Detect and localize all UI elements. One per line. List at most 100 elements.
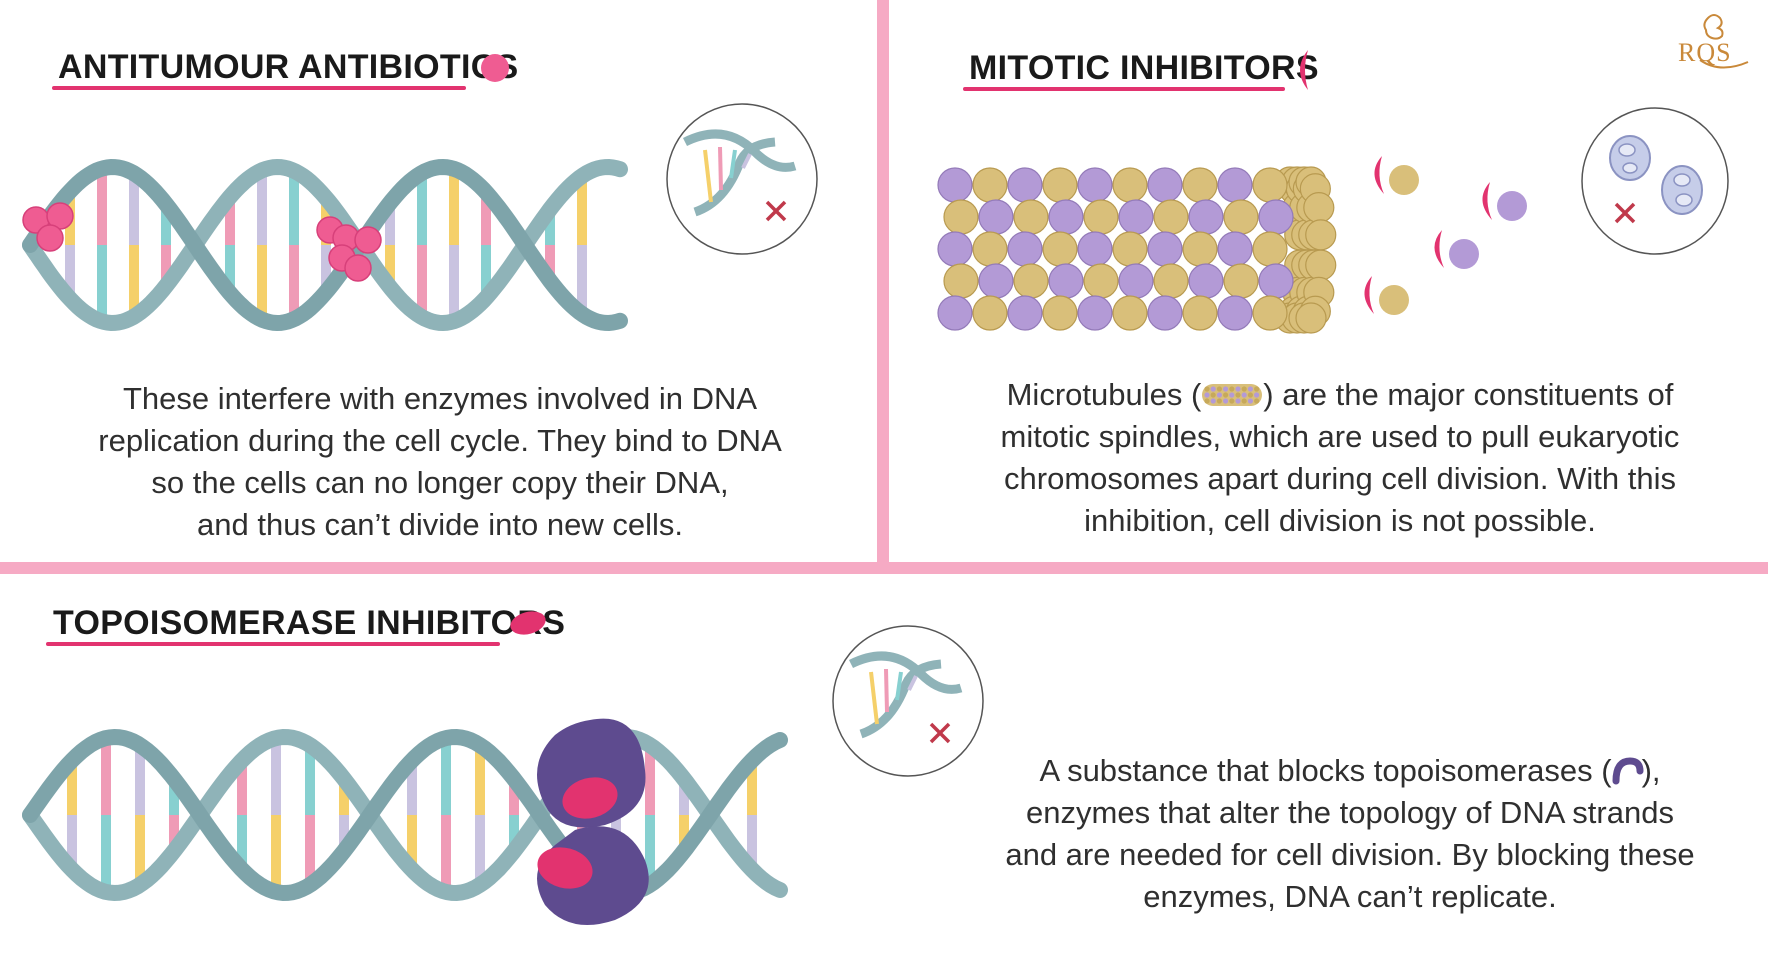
pink-oval-icon [510,611,546,635]
tubulin-bead [1147,231,1183,267]
tubulin-bead [978,263,1014,299]
tubulin-bead [1223,263,1259,299]
helix-strand [22,158,628,332]
tubulin-bead [1182,231,1218,267]
topoisomerase-line-2: enzymes that alter the topology of DNA s… [1026,795,1674,830]
tubulin-bead [1223,199,1259,235]
mitotic-line-4: inhibition, cell division is not possibl… [1084,503,1596,538]
tubulin-bead [1182,295,1218,331]
tubulin-bead [1254,398,1260,404]
tubulin-bead [1217,392,1223,398]
tubulin-bead [937,231,973,267]
antitumour-line-2: replication during the cell cycle. They … [98,423,782,458]
inhibitor-molecule [537,847,593,889]
tubulin-bead [1223,386,1229,392]
red-cross-icon [765,200,787,222]
pink-dot-icon [481,54,509,82]
tubulin-bead [1210,398,1217,404]
tubulin-bead [1241,386,1248,392]
inhibitor-molecule [562,777,618,819]
tubulin-bead [1303,192,1335,224]
tubulin-bead [937,167,973,203]
broken-dna-inset [666,103,818,255]
tubulin-bead [1217,167,1253,203]
tubulin-bead [1223,392,1229,398]
broken-dna-inset [832,625,984,777]
tubulin-bead [1083,263,1119,299]
tubulin-bead [1241,392,1248,398]
antitumour-line-1: These interfere with enzymes involved in… [122,381,758,416]
tubulin-bead [1112,231,1148,267]
tubulin-bead [1248,398,1254,404]
tubulin-bead [1182,167,1218,203]
cell-icon [1661,165,1703,215]
topoisomerase-line-1: A substance that blocks topoisomerases (… [1039,753,1661,788]
tubulin-bead [1188,263,1224,299]
tubulin-bead [1007,295,1043,331]
tubulin-bead [1217,386,1223,392]
tubulin-bead [1229,398,1235,404]
helix-strand [22,728,788,902]
inhibitor-bound-tubulin [1364,276,1409,315]
tubulin-bead [1153,199,1189,235]
tubulin-bead [1210,386,1217,392]
tubulin-bead [1217,295,1253,331]
red-cross-icon [929,722,951,744]
tubulin-bead [1013,263,1049,299]
cell-icon [1609,135,1651,181]
antitumour-line-4: and thus can’t divide into new cells. [197,507,683,542]
tubulin-bead [972,231,1008,267]
vertical-divider [877,0,889,562]
mitotic-description: Microtubules ( ) are the major constitue… [960,374,1720,542]
tubulin-bead [1235,392,1241,398]
tubulin-bead [1235,398,1241,404]
tubulin-bead [1013,199,1049,235]
dna-helix-with-topoisomerase [22,718,788,925]
antitumour-line-3: so the cells can no longer copy their DN… [151,465,729,500]
topoisomerase-mini-icon [1612,757,1644,785]
tubulin-bead [1204,386,1210,392]
tubulin-bead [1153,263,1189,299]
tubulin-bead [1258,263,1294,299]
mitotic-underline [963,87,1285,91]
tubulin-inhibitor-molecules [1364,156,1527,315]
antibiotic-molecule [36,224,64,252]
tubulin-bead [937,295,973,331]
broken-dna-strand-icon [682,129,797,217]
inhibitor-bound-tubulin [1374,156,1419,195]
mitotic-title: MITOTIC INHIBITORS [969,49,1319,87]
tubulin-bead [1077,295,1113,331]
tubulin-bead [1254,392,1260,398]
helix-strand [22,728,788,902]
dna-helix-with-antibiotics [22,158,628,332]
tubulin-bead [1007,231,1043,267]
tubulin-bead [1112,167,1148,203]
tubulin-bead [1248,386,1254,392]
tubulin-bead [1254,386,1260,392]
broken-dna-strand-icon [848,651,963,739]
topoisomerase-line-4: enzymes, DNA can’t replicate. [1143,879,1557,914]
mitotic-line-3: chromosomes apart during cell division. … [1004,461,1676,496]
tubulin-bead [1147,167,1183,203]
tubulin-bead [1305,249,1337,281]
tubulin-bead [1042,167,1078,203]
tubulin-bead [1118,199,1154,235]
tubulin-bead [1042,295,1078,331]
tubulin-bead [1258,199,1294,235]
tubulin-bead [943,263,979,299]
tubulin-bead [943,199,979,235]
tubulin-bead [1204,398,1210,404]
tubulin-bead [972,295,1008,331]
tubulin-bead [1235,386,1241,392]
tubulin-bead [972,167,1008,203]
antibiotic-molecule [344,254,372,282]
tubulin-bead [1042,231,1078,267]
tubulin-bead [1252,231,1288,267]
tubulin-bead [1252,295,1288,331]
tubulin-bead [1048,199,1084,235]
antitumour-description: These interfere with enzymes involved in… [60,378,820,546]
horizontal-divider [0,562,1768,574]
tubulin-bead [1248,392,1254,398]
antibiotic-molecule [354,226,382,254]
tubulin-bead [1048,263,1084,299]
